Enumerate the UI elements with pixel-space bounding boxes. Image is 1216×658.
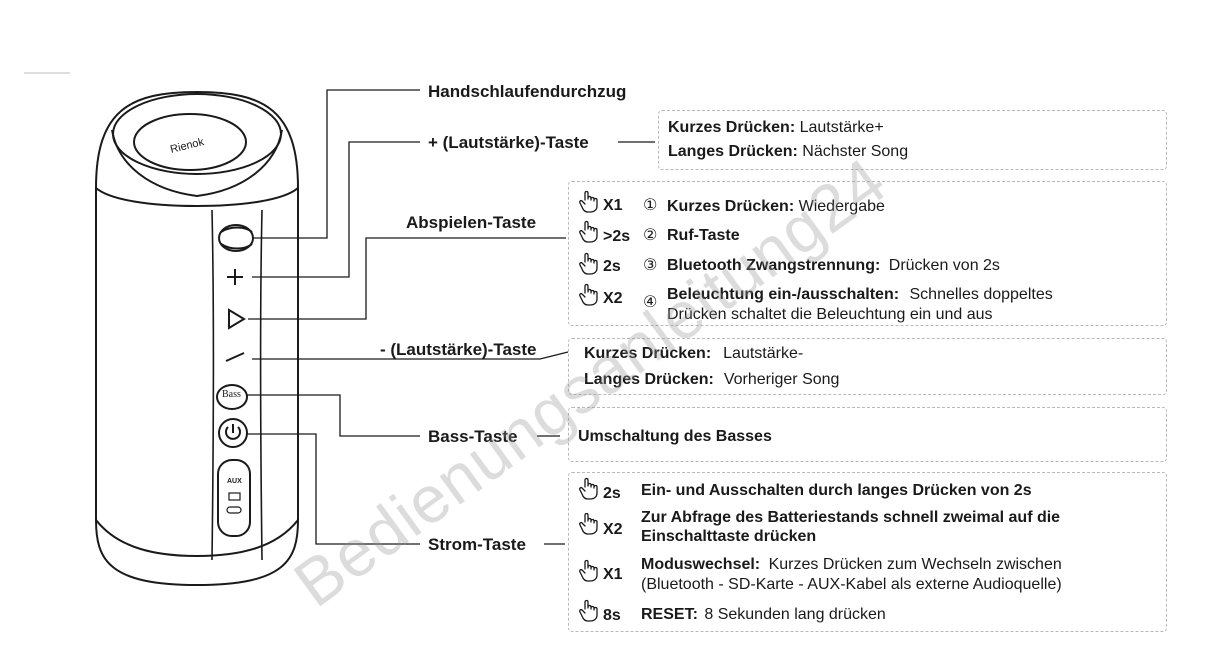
- play-num-3: ③: [643, 257, 658, 274]
- power-row-3-line2: (Bluetooth - SD-Karte - AUX-Kabel als ex…: [641, 576, 1062, 593]
- play-count-4: X2: [603, 290, 623, 307]
- label-play: Abspielen-Taste: [406, 213, 537, 232]
- play-row-3: Bluetooth Zwangstrennung: Drücken von 2s: [667, 257, 1000, 274]
- vol-up-short: Kurzes Drücken: Lautstärke+: [668, 119, 884, 136]
- aux-label: AUX: [227, 478, 242, 485]
- label-vol-up: + (Lautstärke)-Taste: [428, 133, 589, 152]
- power-count-1: 2s: [603, 485, 621, 502]
- speaker-illustration: [95, 90, 299, 587]
- leader-vol-up: [252, 141, 420, 278]
- power-row-3: Moduswechsel: Kurzes Drücken zum Wechsel…: [641, 556, 1062, 573]
- play-box: [568, 181, 1167, 326]
- play-row-2: Ruf-Taste: [667, 227, 740, 244]
- vol-down-long: Langes Drücken:Vorheriger Song: [584, 371, 840, 388]
- bass-button-label: Bass: [222, 389, 241, 400]
- power-count-3: X1: [603, 566, 623, 583]
- play-row-4-line2: Drücken schaltet die Beleuchtung ein und…: [667, 306, 993, 323]
- play-num-2: ②: [643, 227, 658, 244]
- power-box: [568, 472, 1167, 632]
- label-power: Strom-Taste: [428, 535, 526, 554]
- leader-power: [246, 433, 420, 545]
- bass-text: Umschaltung des Basses: [578, 428, 772, 445]
- play-row-1: Kurzes Drücken: Wiedergabe: [667, 198, 885, 215]
- power-count-4: 8s: [603, 607, 621, 624]
- label-strap: Handschlaufendurchzug: [428, 82, 627, 101]
- label-vol-down: - (Lautstärke)-Taste: [380, 340, 537, 359]
- play-count-1: X1: [603, 197, 623, 214]
- label-bass: Bass-Taste: [428, 427, 518, 446]
- power-row-1: Ein- und Ausschalten durch langes Drücke…: [641, 482, 1032, 499]
- leader-bass: [246, 394, 420, 437]
- power-row-2: Zur Abfrage des Batteriestands schnell z…: [641, 509, 1061, 526]
- leader-lines: [246, 89, 655, 545]
- vol-up-box: [658, 110, 1167, 170]
- play-count-3: 2s: [603, 258, 621, 275]
- play-num-1: ①: [643, 197, 658, 214]
- leader-vol-down: [252, 351, 569, 360]
- play-count-2: >2s: [603, 228, 631, 245]
- vol-down-box: [568, 338, 1167, 395]
- power-row-4: RESET: 8 Sekunden lang drücken: [641, 606, 886, 623]
- power-row-2-line2: Einschalttaste drücken: [641, 528, 817, 545]
- power-count-2: X2: [603, 521, 623, 538]
- play-num-4: ④: [643, 294, 658, 311]
- leader-play: [248, 237, 566, 320]
- bass-box: [568, 407, 1167, 462]
- vol-up-long: Langes Drücken: Nächster Song: [668, 143, 909, 160]
- play-row-4: Beleuchtung ein-/ausschalten: Schnelles …: [667, 286, 1053, 303]
- leader-strap: [252, 89, 420, 239]
- vol-down-short: Kurzes Drücken:Lautstärke-: [584, 345, 804, 362]
